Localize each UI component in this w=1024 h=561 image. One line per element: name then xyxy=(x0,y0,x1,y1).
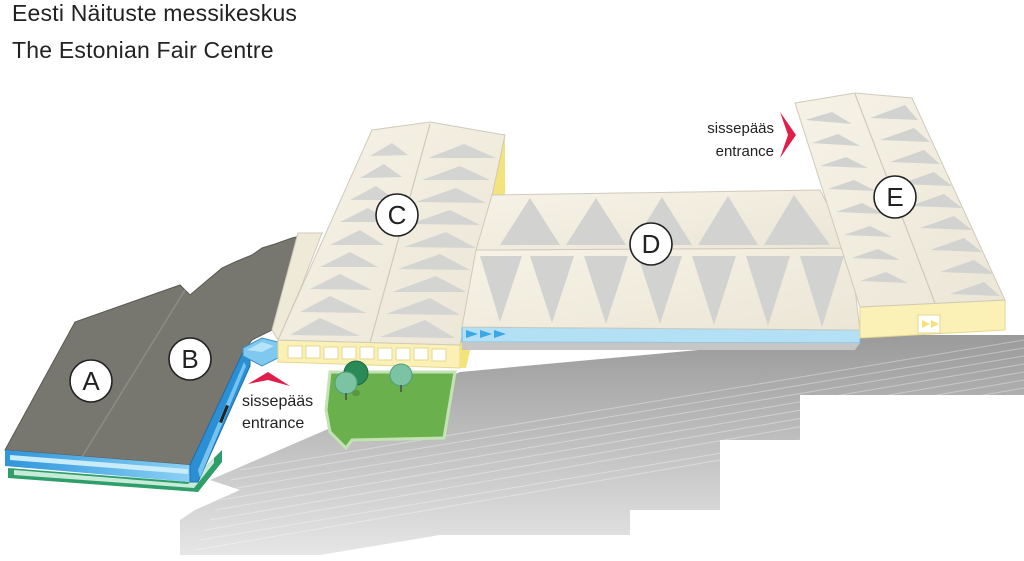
tree xyxy=(334,371,358,395)
hall-a-b-building xyxy=(4,232,323,483)
hall-d-marker[interactable]: D xyxy=(629,222,673,266)
entrance-east-label-2: entrance xyxy=(716,143,774,160)
hall-b-label: B xyxy=(181,344,198,374)
paved-ground xyxy=(180,335,1024,555)
entrance-main-label-1: sissepääs xyxy=(242,393,313,410)
hall-a-marker[interactable]: A xyxy=(69,359,113,403)
lawn xyxy=(324,370,457,451)
entrance-main-label-2: entrance xyxy=(242,415,304,432)
green-strip xyxy=(8,450,222,492)
hall-e-marker[interactable]: E xyxy=(873,175,917,219)
hall-b-marker[interactable]: B xyxy=(168,337,212,381)
hall-d-label: D xyxy=(642,229,661,259)
entrance-east-label-1: sissepääs xyxy=(707,120,774,137)
map-title-estonian: Eesti Näituste messikeskus xyxy=(12,0,298,26)
tree xyxy=(389,363,413,387)
entrance-arrow-icon xyxy=(248,372,290,386)
entrance-arrow-icon xyxy=(780,112,796,158)
trees xyxy=(334,360,413,400)
map-title-english: The Estonian Fair Centre xyxy=(12,37,274,63)
hall-d-building xyxy=(461,189,861,350)
hall-e-label: E xyxy=(886,182,903,212)
hall-c-marker[interactable]: C xyxy=(375,193,419,237)
hall-a-label: A xyxy=(82,366,100,396)
hall-c-label: C xyxy=(388,200,407,230)
